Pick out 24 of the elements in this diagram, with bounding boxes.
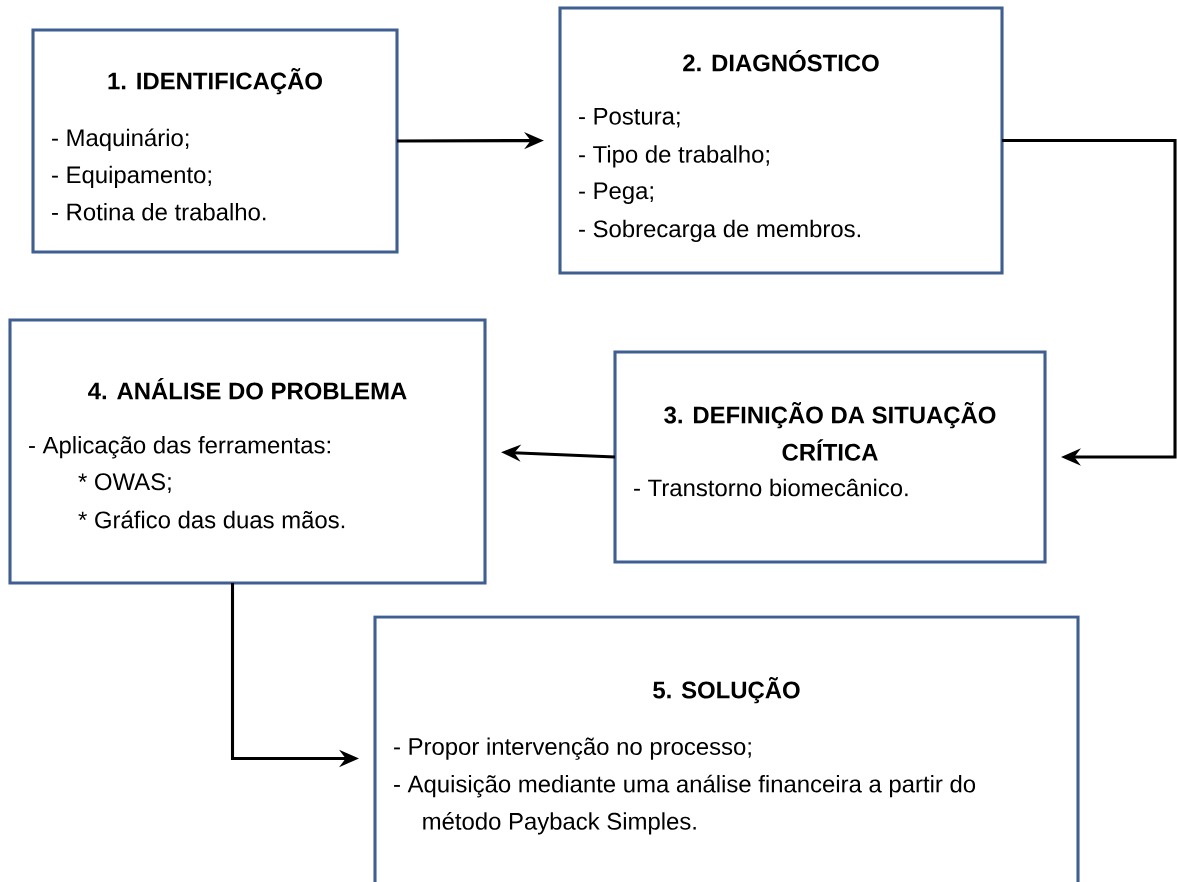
heading: 3. DEFINIÇÃO DA SITUAÇÃO CRÍTICA	[664, 402, 996, 461]
list-item: - Maquinário;	[52, 128, 189, 151]
arrow	[1002, 138, 1177, 466]
list-item: - Sobrecarga de membros.	[579, 219, 861, 243]
heading: 1. IDENTIFICAÇÃO	[108, 68, 322, 95]
list-item: - Pega;	[579, 182, 653, 204]
list-item: * OWAS;	[78, 473, 171, 494]
list-item: - Postura;	[579, 108, 680, 128]
list-item: - Transtorno biomecânico.	[634, 478, 908, 497]
list-item: - Equipamento;	[52, 165, 211, 188]
heading: 5. SOLUÇÃO	[653, 677, 800, 704]
heading: 2. DIAGNÓSTICO	[683, 50, 879, 72]
list-item: * Gráfico das duas mãos.	[78, 510, 345, 529]
list-item: - Aplicação das ferramentas:	[29, 436, 330, 459]
process-box	[31, 28, 399, 254]
list-item: - Rotina de trabalho.	[52, 202, 266, 221]
list-item: - Propor intervenção no processo;	[394, 737, 751, 760]
process-box	[373, 615, 1080, 882]
heading: 4. ANÁLISE DO PROBLEMA	[88, 378, 407, 400]
process-box	[8, 318, 487, 585]
list-item: - Tipo de trabalho;	[579, 145, 769, 168]
list-item: - Aquisição mediante uma análise financeira a partir do método Payback Simples.	[394, 774, 976, 835]
process-box	[613, 350, 1047, 564]
process-box	[558, 6, 1004, 275]
